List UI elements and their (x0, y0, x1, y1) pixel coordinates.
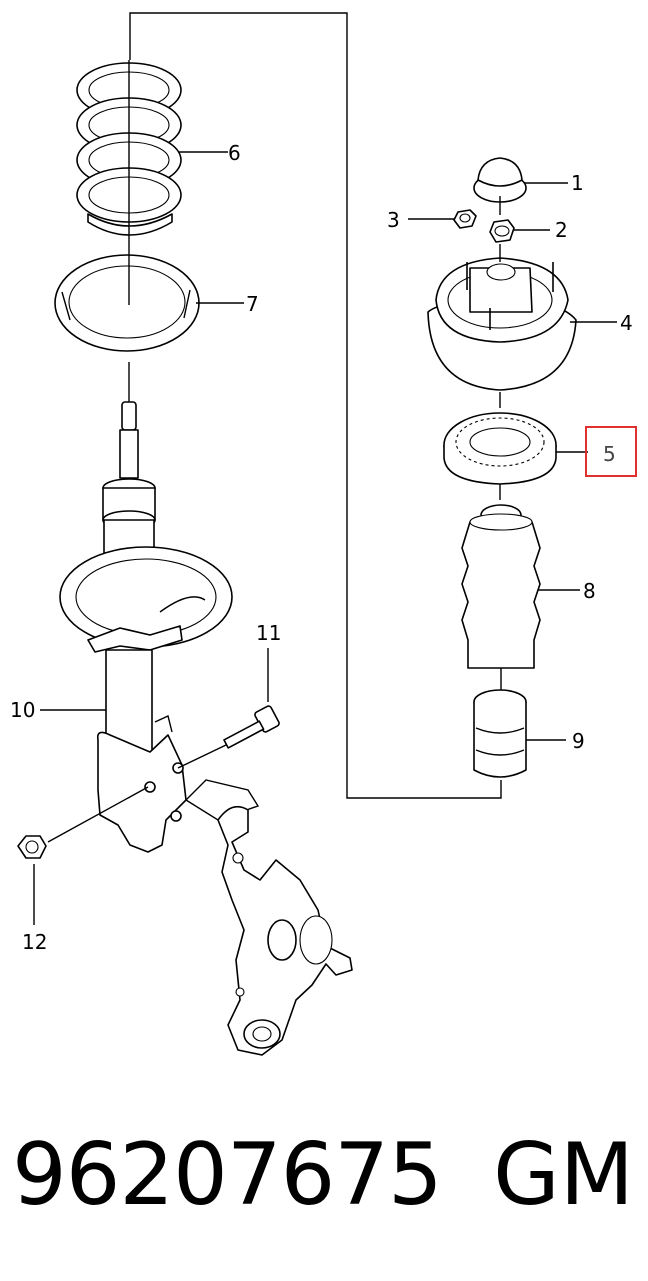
dust-boot (461, 504, 541, 692)
callout-3: 3 (387, 208, 400, 232)
mount-nut (453, 209, 477, 229)
strut-assembly-diagram: 1 2 3 4 5 6 7 8 9 10 11 12 (10, 12, 637, 1056)
bump-stop (473, 689, 527, 778)
callout-10: 10 (10, 698, 35, 722)
brand-name: GM (493, 1125, 634, 1225)
flange-nut (17, 786, 149, 925)
callout-11: 11 (256, 621, 281, 645)
bolt (177, 648, 280, 769)
callout-1: 1 (571, 171, 584, 195)
callout-12: 12 (22, 930, 47, 954)
strut-nut (489, 219, 515, 243)
spring-seat-insulator (54, 250, 200, 352)
callout-4: 4 (620, 311, 633, 335)
strut-shock-absorber (59, 362, 233, 853)
strut-mount (427, 196, 577, 408)
callout-9: 9 (572, 729, 585, 753)
leader-lines (40, 151, 617, 741)
steering-knuckle (184, 779, 353, 1056)
callout-2: 2 (555, 218, 568, 242)
callout-7: 7 (246, 292, 259, 316)
part-info-footer: 96207675 GM (0, 1120, 648, 1230)
dust-cap (473, 157, 527, 203)
callout-8: 8 (583, 579, 596, 603)
assembly-connector-line (129, 12, 502, 799)
callout-5-highlight-box (585, 426, 637, 477)
strut-bearing (443, 412, 557, 500)
coil-spring (76, 60, 182, 250)
callout-5: 5 (603, 442, 616, 466)
callout-6: 6 (228, 141, 241, 165)
part-number: 96207675 (12, 1125, 443, 1225)
